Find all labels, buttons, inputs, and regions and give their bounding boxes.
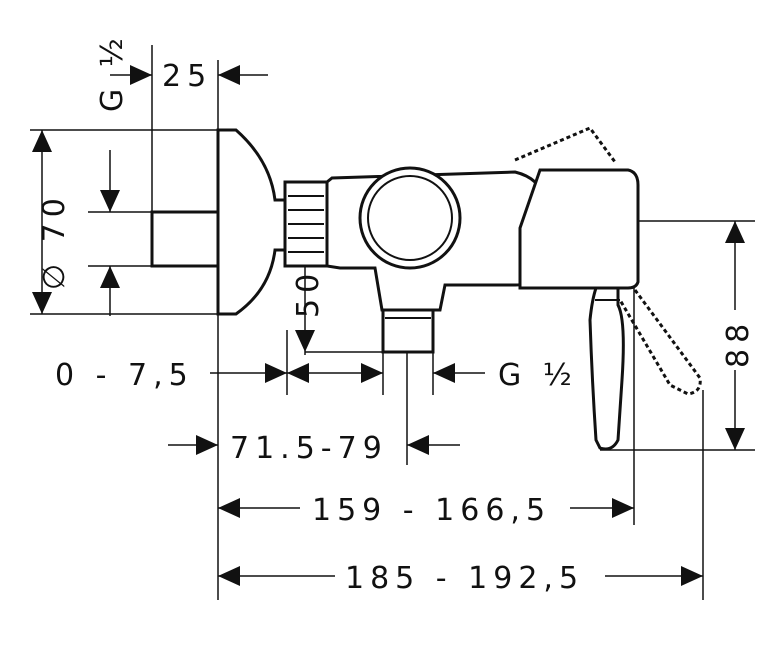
label-0-7-5: 0 - 7,5 [55,358,194,393]
label-71-5-79: 71.5-79 [230,431,388,466]
cartridge-ring [358,166,462,270]
lever-alt-up [514,126,617,163]
mixer-outline [150,126,702,451]
label-159-166-5: 159 - 166,5 [312,493,551,528]
label-dia-70: ∅ 70 [37,192,72,290]
label-g-half-outlet: G ½ [498,358,578,393]
label-50: 50 [291,268,326,318]
lever-housing [518,168,640,290]
knurled-nut [283,180,329,268]
lever-alt-side [618,289,702,396]
label-88: 88 [721,318,756,368]
outlet-connector [381,308,435,354]
wall-flange [216,128,287,316]
label-185-192-5: 185 - 192,5 [345,561,584,596]
label-25: 25 [162,59,212,94]
arrowheads [32,65,745,586]
inlet-nipple [150,210,220,268]
lever-handle [588,286,625,451]
label-g-half-top: G ½ [95,32,130,112]
dimension-labels: G ½ 25 ∅ 70 50 0 - 7,5 G ½ 88 71.5-79 15… [37,32,756,596]
